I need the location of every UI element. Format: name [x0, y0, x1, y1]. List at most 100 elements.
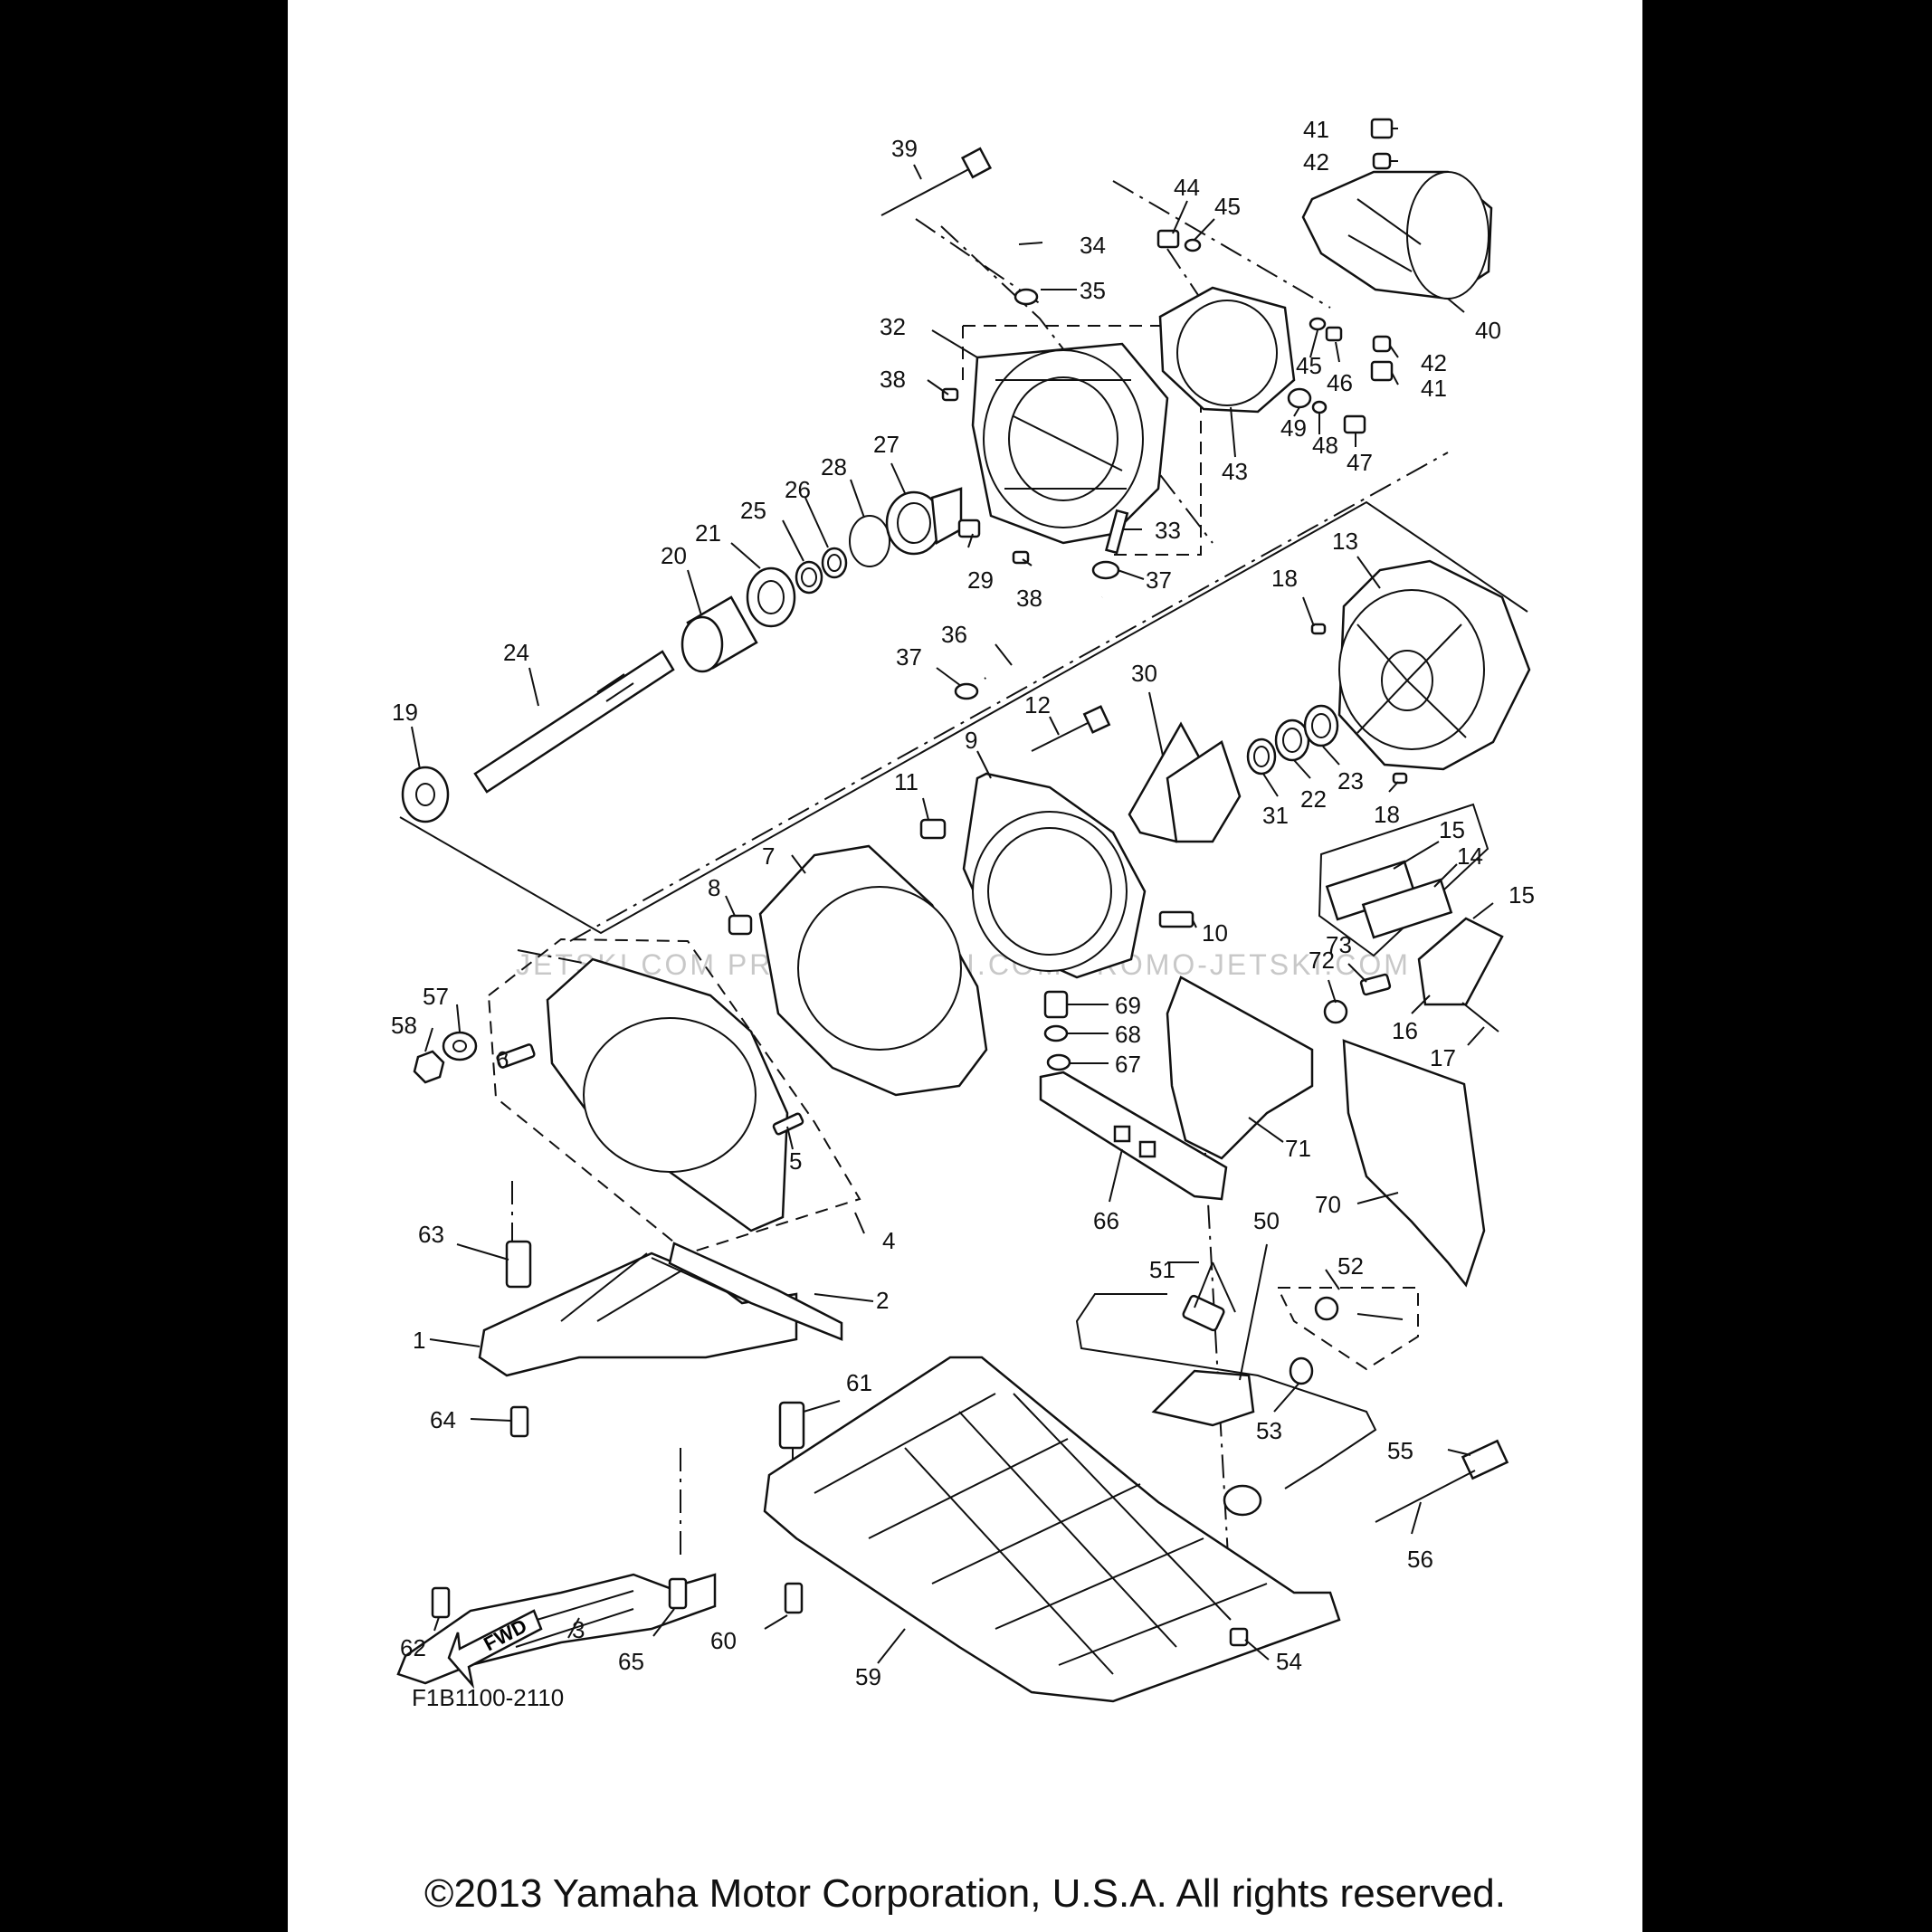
washer-67: [1046, 1053, 1071, 1071]
nut-58: [413, 1050, 445, 1084]
callout-38-lower: 38: [1016, 585, 1042, 612]
callout-5: 5: [789, 1147, 802, 1175]
bracket-66: [1039, 1071, 1228, 1201]
callout-1: 1: [413, 1327, 425, 1354]
callout-43: 43: [1222, 458, 1248, 485]
callout-39: 39: [891, 135, 918, 162]
callout-61: 61: [846, 1369, 872, 1396]
callout-57: 57: [423, 983, 449, 1010]
callout-31: 31: [1262, 802, 1289, 829]
callout-62: 62: [400, 1634, 426, 1661]
callout-28: 28: [821, 453, 847, 481]
callout-30: 30: [1131, 660, 1157, 687]
plate-70: [1342, 1039, 1486, 1288]
bolt-10: [1158, 910, 1194, 928]
seal-25: [795, 560, 823, 595]
callout-17: 17: [1430, 1044, 1456, 1071]
callout-6: 6: [496, 1046, 509, 1073]
callout-36: 36: [941, 621, 967, 648]
callout-45-upper: 45: [1214, 193, 1241, 220]
bolt-47: [1343, 414, 1366, 434]
callout-20: 20: [661, 542, 687, 569]
callout-46: 46: [1327, 369, 1353, 396]
callout-63: 63: [418, 1221, 444, 1248]
clamp-37-lower: [954, 682, 979, 700]
copyright-notice: ©2013 Yamaha Motor Corporation, U.S.A. A…: [424, 1871, 1506, 1916]
bolt-69: [1043, 990, 1069, 1019]
callout-35: 35: [1080, 277, 1106, 304]
bolt-39: [880, 147, 993, 216]
bolt-17: [1461, 1002, 1499, 1033]
callout-15-upper: 15: [1439, 816, 1465, 843]
pump-housing-13: [1337, 559, 1531, 771]
hose-36: [984, 593, 1105, 683]
callout-56: 56: [1407, 1546, 1433, 1573]
callout-16: 16: [1392, 1017, 1418, 1044]
callout-10: 10: [1202, 919, 1228, 947]
callout-41-upper: 41: [1303, 116, 1329, 143]
seal-23: [1303, 704, 1339, 747]
callout-4: 4: [882, 1227, 895, 1254]
callout-24: 24: [503, 639, 529, 666]
callout-labels: 39 34 35 32 38 27 28 26 25 21 20 29 38 3…: [391, 116, 1535, 1690]
drive-shaft-24: [473, 650, 675, 794]
washer-48: [1311, 400, 1328, 414]
callout-26: 26: [785, 476, 811, 503]
callout-3: 3: [572, 1616, 585, 1643]
bolt-61: [778, 1401, 805, 1450]
callout-2: 2: [876, 1287, 889, 1314]
callout-37-upper: 37: [1146, 566, 1172, 594]
collar-11: [919, 818, 947, 840]
callout-64: 64: [430, 1406, 456, 1433]
bolt-65: [668, 1577, 688, 1610]
bearing-19: [401, 766, 450, 823]
callout-27: 27: [873, 431, 899, 458]
callout-51: 51: [1149, 1256, 1175, 1283]
bolt-44: [1156, 229, 1180, 249]
callout-48: 48: [1312, 432, 1338, 459]
diagram-code: F1B1100-2110: [412, 1684, 565, 1711]
grommet-53: [1289, 1356, 1314, 1385]
washer-68: [1043, 1024, 1069, 1042]
callout-15-lower: 15: [1508, 881, 1535, 909]
callout-45-lower: 45: [1296, 352, 1322, 379]
callout-8: 8: [708, 874, 720, 901]
callout-38-upper: 38: [880, 366, 906, 393]
bearing-26: [821, 547, 848, 579]
pin-18-lower: [1392, 772, 1408, 785]
bolt-41-lower: [1370, 360, 1394, 382]
callout-40: 40: [1475, 317, 1501, 344]
grate-cover-15-14-16: [1325, 860, 1504, 1006]
callout-47: 47: [1347, 449, 1373, 476]
callout-71: 71: [1285, 1135, 1311, 1162]
callout-42-lower: 42: [1421, 349, 1447, 376]
callout-72: 72: [1309, 947, 1335, 974]
callout-73: 73: [1326, 931, 1352, 958]
callout-33: 33: [1155, 517, 1181, 544]
bolt-41-upper: [1370, 118, 1394, 139]
callout-11: 11: [894, 768, 918, 795]
sleeve-20: [680, 595, 758, 673]
callout-13: 13: [1332, 528, 1358, 555]
stud-6: [496, 1043, 536, 1069]
bolt-29: [957, 519, 981, 538]
clamp-37-upper: [1091, 560, 1120, 580]
bolt-12: [1031, 705, 1111, 752]
callout-60: 60: [710, 1627, 737, 1654]
nozzle-40: [1301, 170, 1493, 300]
callout-58: 58: [391, 1012, 417, 1039]
stud-5: [772, 1112, 804, 1136]
callout-67: 67: [1115, 1051, 1141, 1078]
sensor-50-51: [1075, 1293, 1377, 1517]
callout-42-upper: 42: [1303, 148, 1329, 176]
callout-50: 50: [1253, 1207, 1280, 1234]
bolt-64: [509, 1405, 529, 1438]
bolt-63: [505, 1240, 532, 1289]
callout-44: 44: [1174, 174, 1200, 201]
bearing-22: [1274, 719, 1310, 762]
callout-70: 70: [1315, 1191, 1341, 1218]
bearing-21: [746, 566, 796, 628]
collar-72: [1323, 999, 1348, 1024]
impeller-30: [1128, 721, 1242, 843]
